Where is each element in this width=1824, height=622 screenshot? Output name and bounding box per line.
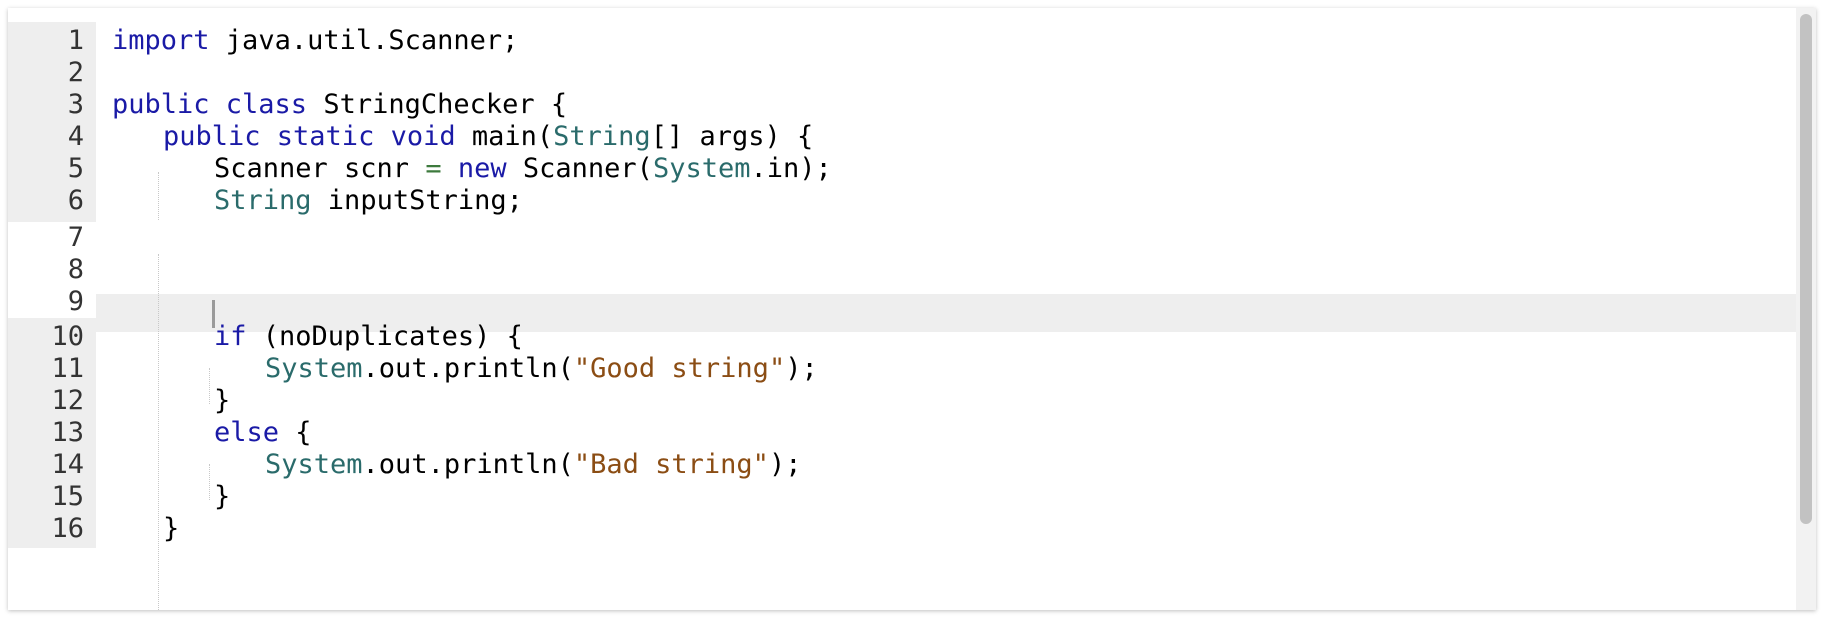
code-line-14: System.out.println("Bad string"); bbox=[265, 446, 801, 484]
line-number: 4 bbox=[8, 118, 96, 156]
code-text: .in); bbox=[750, 153, 832, 184]
code-text: [] args) { bbox=[650, 121, 814, 152]
code-line-13: else { bbox=[214, 414, 312, 452]
operator: = bbox=[425, 153, 442, 184]
line-number: 13 bbox=[8, 414, 96, 452]
line-number: 8 bbox=[8, 254, 96, 286]
code-line-1: import java.util.Scanner; bbox=[112, 22, 518, 60]
code-line-4: public static void main(String[] args) { bbox=[163, 118, 813, 156]
line-number: 6 bbox=[8, 182, 96, 222]
type-name: String bbox=[553, 121, 651, 152]
line-number: 9 bbox=[8, 286, 96, 318]
code-line-6: String inputString; bbox=[214, 182, 523, 220]
code-text: .out.println( bbox=[362, 449, 574, 480]
type-name: System bbox=[265, 353, 363, 384]
code-text: .out.println( bbox=[362, 353, 574, 384]
type-name: System bbox=[265, 449, 363, 480]
code-line-12: } bbox=[214, 382, 230, 420]
code-text: Scanner( bbox=[506, 153, 653, 184]
indent-guide bbox=[209, 464, 210, 500]
code-text: } bbox=[214, 385, 231, 416]
code-text: Scanner scnr bbox=[214, 153, 426, 184]
scrollbar-thumb[interactable] bbox=[1800, 14, 1812, 524]
code-editor[interactable]: 1 2 3 4 5 6 7 8 9 10 11 12 13 14 15 16 i… bbox=[8, 8, 1816, 610]
code-text: main( bbox=[455, 121, 554, 152]
keyword: import bbox=[112, 25, 210, 56]
code-text: (noDuplicates) { bbox=[246, 321, 523, 352]
keyword: else bbox=[214, 417, 280, 448]
line-number: 3 bbox=[8, 86, 96, 124]
keyword: public class bbox=[112, 89, 308, 120]
code-text: } bbox=[214, 481, 231, 512]
code-text: ); bbox=[768, 449, 802, 480]
code-line-16: } bbox=[163, 510, 179, 548]
string-literal: "Bad string" bbox=[573, 449, 769, 480]
code-text: } bbox=[163, 513, 180, 544]
code-line-10: if (noDuplicates) { bbox=[214, 318, 523, 356]
line-number-gutter: 1 2 3 4 5 6 7 8 9 10 11 12 13 14 15 16 bbox=[8, 8, 96, 610]
line-number: 16 bbox=[8, 510, 96, 548]
keyword: new bbox=[457, 153, 507, 184]
type-name: String bbox=[214, 185, 312, 216]
code-text: ); bbox=[785, 353, 818, 384]
code-text bbox=[442, 153, 458, 184]
keyword: if bbox=[214, 321, 247, 352]
code-text-area[interactable]: import java.util.Scanner; public class S… bbox=[96, 8, 1796, 610]
indent-guide bbox=[158, 172, 159, 220]
line-number: 12 bbox=[8, 382, 96, 420]
line-number: 5 bbox=[8, 150, 96, 188]
line-number: 11 bbox=[8, 350, 96, 388]
code-text: inputString; bbox=[311, 185, 523, 216]
line-number: 7 bbox=[8, 222, 96, 254]
code-text: StringChecker { bbox=[307, 89, 568, 120]
line-number: 10 bbox=[8, 318, 96, 356]
vertical-scrollbar[interactable] bbox=[1796, 8, 1816, 610]
active-line-highlight bbox=[96, 294, 1796, 332]
line-number: 14 bbox=[8, 446, 96, 484]
string-literal: "Good string" bbox=[573, 353, 786, 384]
indent-guide bbox=[209, 368, 210, 404]
code-text: { bbox=[279, 417, 312, 448]
code-line-11: System.out.println("Good string"); bbox=[265, 350, 818, 388]
type-name: System bbox=[652, 153, 751, 184]
indent-guide bbox=[158, 254, 159, 610]
line-number: 2 bbox=[8, 54, 96, 92]
code-line-15: } bbox=[214, 478, 230, 516]
line-number: 1 bbox=[8, 22, 96, 60]
line-number: 15 bbox=[8, 478, 96, 516]
keyword: public static void bbox=[163, 121, 456, 152]
text-cursor bbox=[212, 300, 215, 328]
code-line-3: public class StringChecker { bbox=[112, 86, 567, 124]
code-line-5: Scanner scnr = new Scanner(System.in); bbox=[214, 150, 832, 188]
code-text: java.util.Scanner; bbox=[209, 25, 519, 56]
